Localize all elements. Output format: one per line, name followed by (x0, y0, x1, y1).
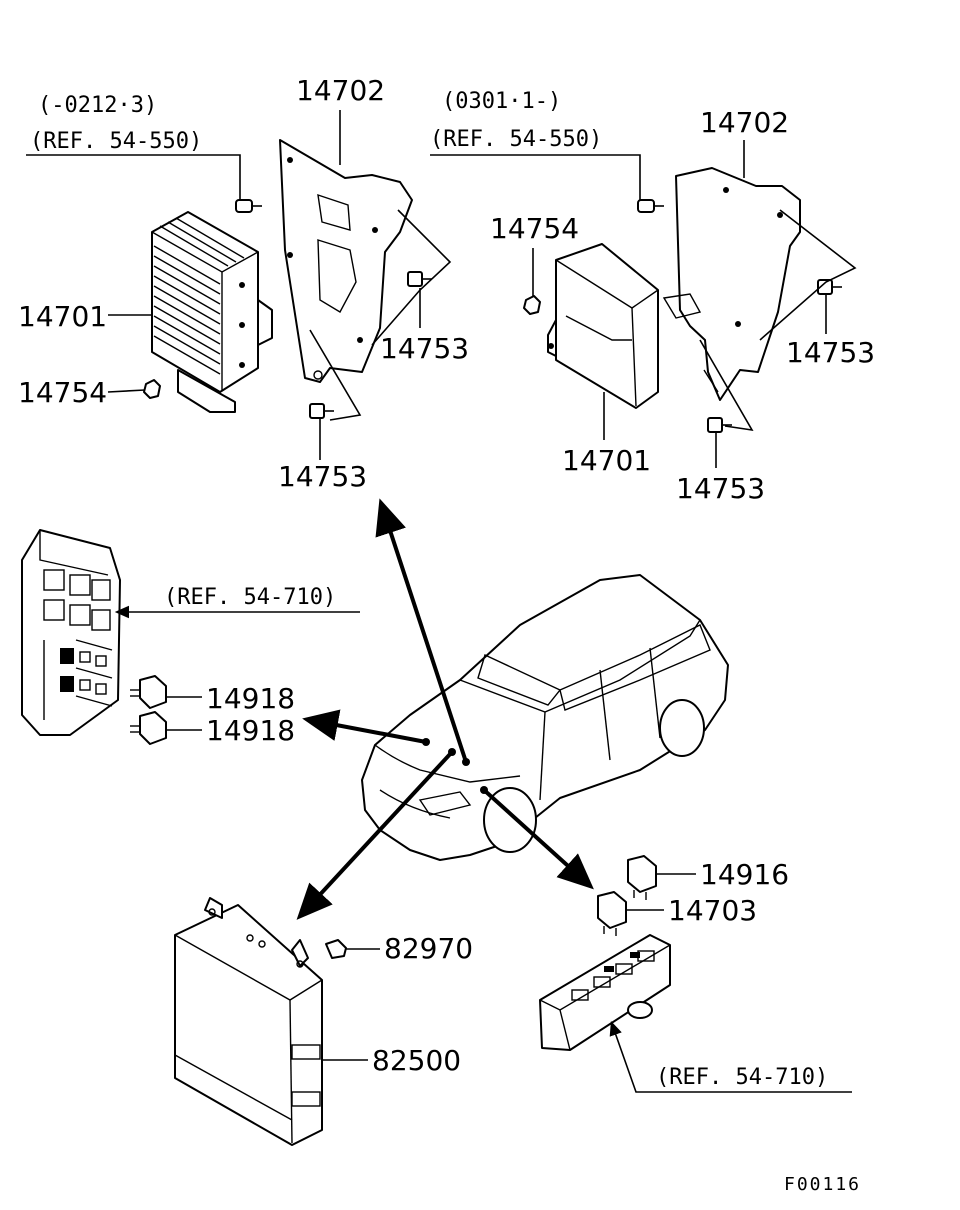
label-14753-right-b: 14753 (676, 472, 765, 505)
note-date-right: (0301·1-) (442, 89, 561, 114)
note-ref-550-right: (REF. 54-550) (430, 127, 602, 152)
bolt-icon (637, 199, 664, 213)
label-14702-left: 14702 (296, 74, 385, 107)
label-14702-right: 14702 (700, 106, 789, 139)
bracket-14702-left (279, 139, 413, 383)
note-ref-710-left: (REF. 54-710) (164, 585, 336, 610)
label-14754-right: 14754 (490, 212, 579, 245)
bolt-icon (817, 279, 842, 295)
nut-icon (143, 379, 161, 399)
figure-code: F00116 (784, 1174, 861, 1195)
bolt-icon (235, 199, 262, 213)
bolt-icon (309, 403, 334, 419)
car-illustration (361, 574, 729, 861)
bolt-icon (325, 939, 380, 959)
label-82970: 82970 (384, 932, 473, 965)
label-14703: 14703 (668, 894, 757, 927)
bolt-icon (707, 417, 732, 433)
label-14918-a: 14918 (206, 682, 295, 715)
label-14916: 14916 (700, 858, 789, 891)
relay-14916 (627, 855, 657, 900)
ecu-82500 (174, 897, 323, 1146)
label-14753-left-b: 14753 (278, 460, 367, 493)
junction-block-right (539, 934, 671, 1051)
note-date-left: (-0212·3) (38, 93, 157, 118)
label-14753-left-a: 14753 (380, 332, 469, 365)
junction-block-left (21, 529, 121, 736)
label-14701-right: 14701 (562, 444, 651, 477)
relay-14918-b (130, 711, 167, 745)
label-14754-left: 14754 (18, 376, 107, 409)
relay-14703 (597, 891, 627, 936)
note-ref-710-right: (REF. 54-710) (656, 1065, 828, 1090)
label-82500: 82500 (372, 1044, 461, 1077)
ecu-14701-left (151, 211, 273, 413)
bracket-14702-right (662, 167, 801, 401)
relay-14918-a (130, 675, 167, 709)
bolt-icon (407, 271, 432, 287)
nut-icon (523, 295, 541, 315)
label-14753-right-a: 14753 (786, 336, 875, 369)
label-14701-left: 14701 (18, 300, 107, 333)
label-14918-b: 14918 (206, 714, 295, 747)
note-ref-550-left: (REF. 54-550) (30, 129, 202, 154)
ecu-14701-right (547, 243, 659, 409)
